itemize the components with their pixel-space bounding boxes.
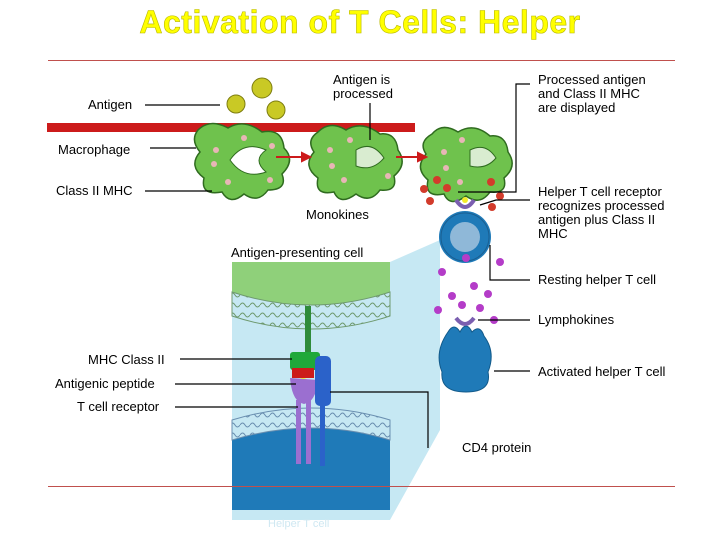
label-activated-helper-t-cell: Activated helper T cell bbox=[538, 364, 666, 379]
macrophage-2 bbox=[308, 124, 403, 201]
label-antigen-processed: Antigen is processed bbox=[333, 72, 393, 101]
label-antigenic-peptide: Antigenic peptide bbox=[55, 376, 155, 391]
macrophage-1 bbox=[193, 122, 291, 201]
top-rule bbox=[48, 60, 675, 61]
macrophage-3 bbox=[419, 126, 513, 203]
mhc-class-ii-molecule bbox=[290, 306, 320, 370]
t-cell-receptor bbox=[290, 378, 318, 464]
leader-lines bbox=[145, 83, 530, 448]
t-cell-membrane bbox=[232, 428, 390, 510]
bottom-rule bbox=[48, 486, 675, 487]
label-resting-helper-t-cell: Resting helper T cell bbox=[538, 272, 657, 287]
label-lymphokines: Lymphokines bbox=[538, 312, 615, 327]
process-arrows bbox=[276, 151, 429, 163]
label-mhc-class-ii: MHC Class II bbox=[88, 352, 165, 367]
antigenic-peptide-marker bbox=[292, 368, 314, 378]
label-processed-displayed: Processed antigen and Class II MHC are d… bbox=[538, 72, 646, 115]
activated-helper-t-cell bbox=[438, 316, 492, 393]
lymphokine-dots bbox=[434, 254, 504, 324]
label-class-ii-mhc: Class II MHC bbox=[56, 183, 133, 198]
label-t-cell-receptor: T cell receptor bbox=[77, 399, 160, 414]
label-antigen-presenting-cell: Antigen-presenting cell bbox=[231, 245, 364, 260]
receptor-contact bbox=[454, 198, 476, 209]
label-helper-t-cell-footer: Helper T cell bbox=[268, 518, 330, 530]
label-cd4-protein: CD4 protein bbox=[462, 440, 532, 455]
cd4-protein bbox=[315, 356, 331, 466]
label-macrophage: Macrophage bbox=[58, 142, 131, 157]
label-receptor-recognizes: Helper T cell receptor recognizes proces… bbox=[538, 184, 665, 241]
label-antigen: Antigen bbox=[88, 97, 133, 112]
slide-title: Activation of T Cells: Helper bbox=[139, 4, 581, 41]
apc-membrane bbox=[232, 262, 390, 305]
monokine-dots bbox=[420, 176, 504, 211]
label-monokines: Monokines bbox=[306, 207, 369, 222]
